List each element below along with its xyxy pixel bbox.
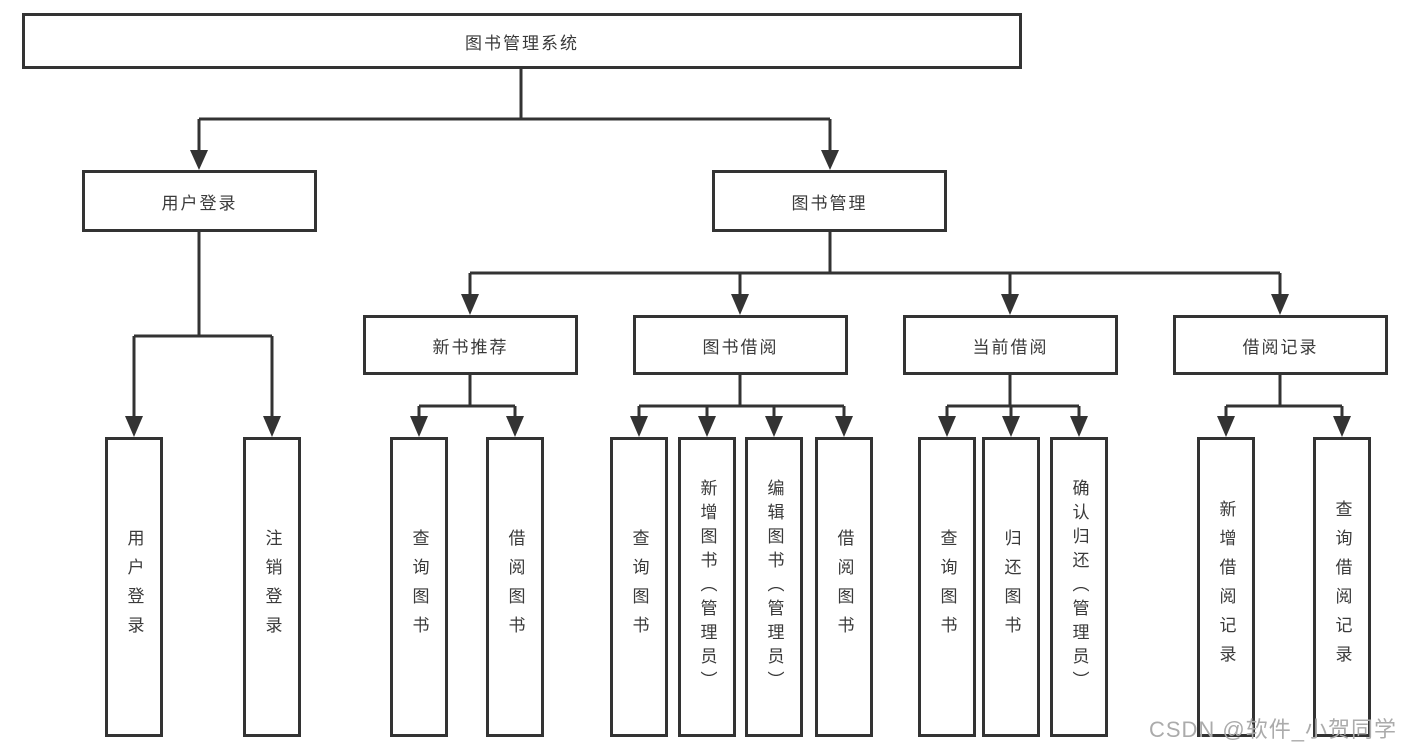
leaf-confirm-return-admin-label: 确认归还（管理员） [1069,479,1089,695]
node-new-book-recommend: 新书推荐 [363,315,578,375]
node-new-book-recommend-label: 新书推荐 [432,337,509,357]
node-book-management: 图书管理 [712,170,947,232]
leaf-query-borrow-record: 查询借阅记录 [1313,437,1371,737]
leaf-query-borrow-record-label: 查询借阅记录 [1332,500,1352,674]
leaf-borrow-books-label: 借阅图书 [834,529,854,645]
node-root-label: 图书管理系统 [465,33,579,53]
watermark: CSDN @软件_小贺同学 [1148,717,1397,742]
leaf-user-login-label: 用户登录 [124,529,144,645]
leaf-query-books-borrow-label: 查询图书 [629,529,649,645]
node-user-login: 用户登录 [82,170,317,232]
leaf-query-books-current: 查询图书 [918,437,976,737]
leaf-logout: 注销登录 [243,437,301,737]
leaf-query-books-current-label: 查询图书 [937,529,957,645]
leaf-borrow-books-recommend: 借阅图书 [486,437,544,737]
leaf-add-books-admin-label: 新增图书（管理员） [697,479,717,695]
leaf-return-books: 归还图书 [982,437,1040,737]
leaf-confirm-return-admin: 确认归还（管理员） [1050,437,1108,737]
node-current-borrowing: 当前借阅 [903,315,1118,375]
leaf-edit-books-admin-label: 编辑图书（管理员） [764,479,784,695]
leaf-add-books-admin: 新增图书（管理员） [678,437,736,737]
leaf-query-books-borrow: 查询图书 [610,437,668,737]
node-borrowing-records-label: 借阅记录 [1242,337,1319,357]
leaf-user-login: 用户登录 [105,437,163,737]
leaf-borrow-books-recommend-label: 借阅图书 [505,529,525,645]
node-book-management-label: 图书管理 [791,193,868,213]
node-root-library-system: 图书管理系统 [22,13,1022,69]
node-borrowing-records: 借阅记录 [1173,315,1388,375]
leaf-query-books-recommend-label: 查询图书 [409,529,429,645]
leaf-query-books-recommend: 查询图书 [390,437,448,737]
leaf-logout-label: 注销登录 [262,529,282,645]
node-current-borrowing-label: 当前借阅 [972,337,1049,357]
node-user-login-label: 用户登录 [161,193,238,213]
node-book-borrowing-label: 图书借阅 [702,337,779,357]
leaf-add-borrow-record-label: 新增借阅记录 [1216,500,1236,674]
leaf-borrow-books: 借阅图书 [815,437,873,737]
leaf-return-books-label: 归还图书 [1001,529,1021,645]
node-book-borrowing: 图书借阅 [633,315,848,375]
leaf-add-borrow-record: 新增借阅记录 [1197,437,1255,737]
leaf-edit-books-admin: 编辑图书（管理员） [745,437,803,737]
